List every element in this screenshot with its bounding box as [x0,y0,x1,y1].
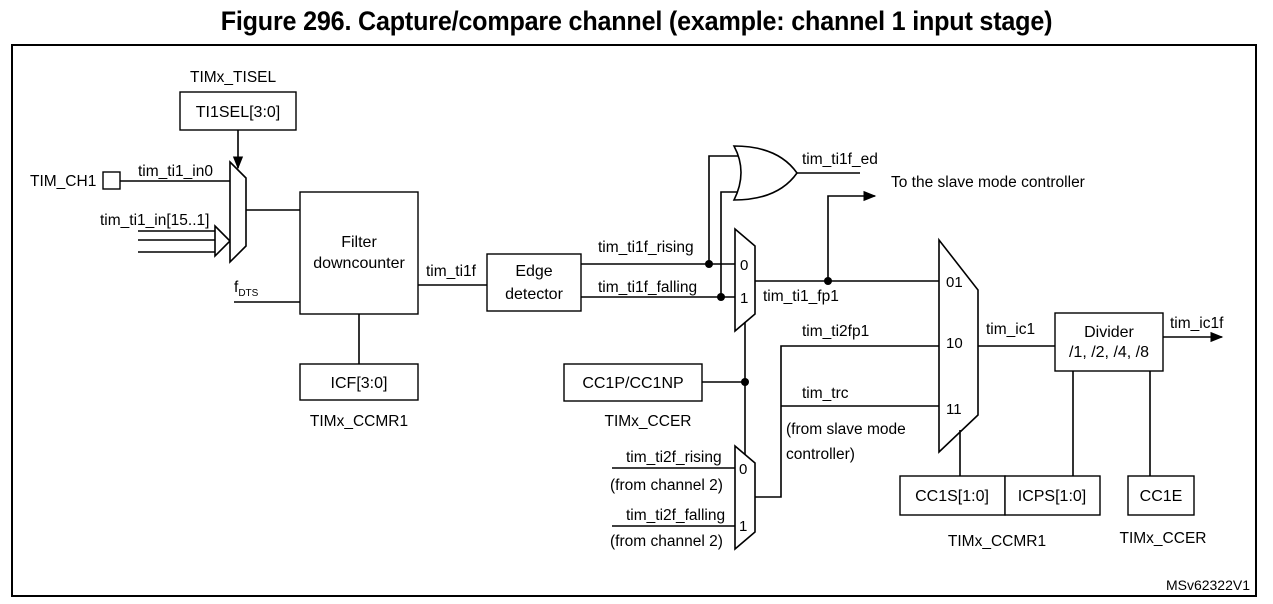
trc-label: tim_trc [802,385,849,402]
filter-label-2: downcounter [313,255,405,272]
ti1-in0-label: tim_ti1_in0 [138,163,213,180]
filter-label-1: Filter [341,234,377,251]
tim-ch1-label: TIM_CH1 [30,173,96,190]
mux2-input-0: 0 [739,461,747,478]
cc1s-label: CC1S[1:0] [915,488,989,505]
icps-box [1004,475,1101,516]
falling-to-or-line [720,191,739,297]
ti2f-falling-note: (from channel 2) [610,533,723,550]
filter-downcounter-box [299,191,419,315]
diagram-frame [11,44,1257,597]
fp1-junction [824,277,832,285]
trc-note-1: (from slave mode [786,421,906,438]
ti1-fp1-label: tim_ti1_fp1 [763,288,839,305]
cc1p-junction [741,378,749,386]
ti2fp1-label: tim_ti2fp1 [802,323,869,340]
tisel-register-label: TIMx_TISEL [190,69,277,86]
mux3-input-10: 10 [946,335,963,352]
cc1e-box [1127,475,1195,516]
ccmr1-register-label: TIMx_CCMR1 [948,533,1046,550]
tim-ch1-pin [102,171,121,190]
edge-detector-box [486,253,582,312]
ti1f-label: tim_ti1f [426,263,477,280]
fdts-label: fDTS [234,279,259,299]
polarity-mux [734,227,756,333]
divider-label-2: /1, /2, /4, /8 [1069,344,1149,361]
mux1-input-0: 0 [740,257,748,274]
icps-label: ICPS[1:0] [1018,488,1086,505]
mux3-input-11: 11 [946,401,962,418]
ti2fp1-line [755,345,939,498]
ti1sel-box [179,91,297,131]
edge-label-1: Edge [515,263,552,280]
cc1p-box [563,363,703,402]
ti1f-falling-label: tim_ti1f_falling [598,279,697,296]
ti1sel-label: TI1SEL[3:0] [196,104,281,121]
ti2f-falling-label: tim_ti2f_falling [626,507,725,524]
mux2-input-1: 1 [739,518,747,535]
slave-controller-label: To the slave mode controller [891,174,1085,191]
divider-label-1: Divider [1084,324,1134,341]
cc1s-box [899,475,1006,516]
ti1-in-bus-arrow [214,224,232,258]
input-select-mux [229,160,247,264]
figure-id-watermark: MSv62322V1 [1166,577,1250,593]
ic1-label: tim_ic1 [986,321,1035,338]
ti2f-rising-note: (from channel 2) [610,477,723,494]
rising-to-or-line [708,155,739,264]
icf-label: ICF[3:0] [331,375,388,392]
trc-note-2: controller) [786,446,855,463]
ti2f-rising-label: tim_ti2f_rising [626,449,722,466]
ic1f-label: tim_ic1f [1170,315,1224,332]
ccer-register-label: TIMx_CCER [1120,530,1207,547]
icf-register-label: TIMx_CCMR1 [310,413,408,430]
ti1f-ed-label: tim_ti1f_ed [802,151,878,168]
capture-select-mux [938,237,979,454]
icf-box [299,363,419,401]
divider-box [1054,312,1164,372]
fp1-to-slave-arrow [827,190,877,281]
or-gate [732,145,798,201]
cc1p-register-label: TIMx_CCER [605,413,692,430]
channel2-polarity-mux [734,444,756,551]
mux1-input-1: 1 [740,290,748,307]
mux3-input-01: 01 [946,274,963,291]
ti1f-rising-label: tim_ti1f_rising [598,239,694,256]
cc1e-label: CC1E [1140,488,1183,505]
ti1-in-bus-label: tim_ti1_in[15..1] [100,212,209,229]
ti1-in-bus-lines [138,230,217,253]
cc1p-label: CC1P/CC1NP [582,375,683,392]
edge-label-2: detector [505,286,563,303]
figure-title: Figure 296. Capture/compare channel (exa… [220,6,1053,36]
